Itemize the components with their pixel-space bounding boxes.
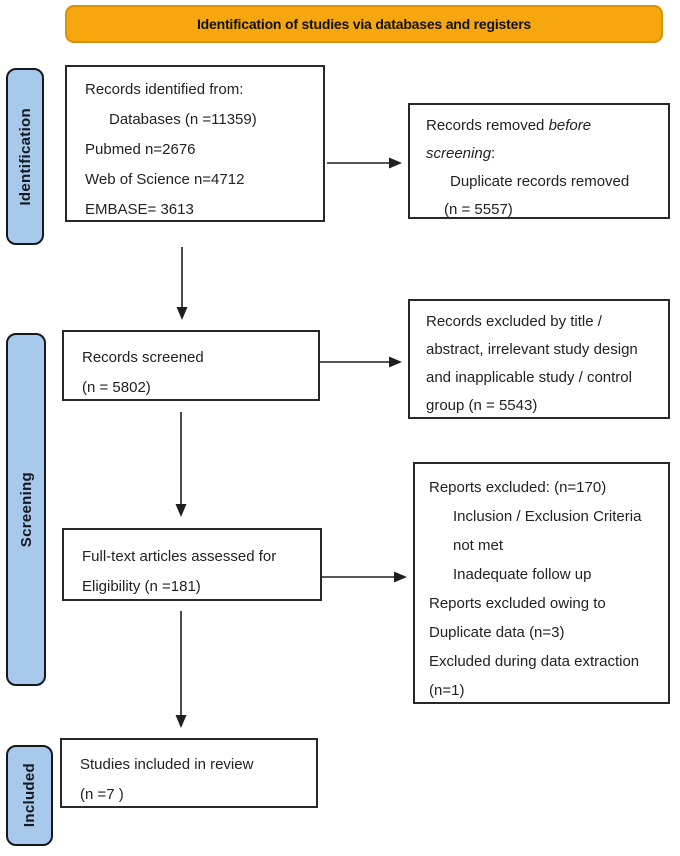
stage-screening: Screening [6,333,46,686]
stage-included: Included [6,745,53,846]
text-segment: : [491,145,496,162]
text-line: Records identified from: [85,81,244,98]
text-line: (n =7 ) [80,786,124,803]
text-line: not met [453,537,504,554]
stage-identification-label: Identification [16,107,34,206]
text-line: Full-text articles assessed for [82,548,277,565]
text-line: Eligibility (n =181) [82,578,201,595]
box-reports-excluded: Reports excluded: (n=170) Inclusion / Ex… [413,462,670,704]
text-line: Records removed before [426,112,662,140]
text-line: (n = 5802) [82,379,151,396]
text-line: Duplicate data (n=3) [429,624,565,641]
text-line: and inapplicable study / control [426,369,632,386]
text-line: Reports excluded owing to [429,595,606,612]
text-line: (n = 5557) [444,201,513,218]
text-line: Reports excluded: (n=170) [429,479,607,496]
stage-included-label: Included [21,763,38,828]
banner-title-label: Identification of studies via databases … [196,16,532,32]
banner-title: Identification of studies via databases … [65,5,663,43]
box-records-identified: Records identified from: Databases (n =1… [65,65,325,222]
text-line: Records screened [82,349,204,366]
text-line: Inclusion / Exclusion Criteria [453,508,642,525]
box-records-screened: Records screened (n = 5802) [62,330,320,401]
text-line: Duplicate records removed [450,173,630,190]
text-line: EMBASE= 3613 [85,201,194,218]
text-line: Web of Science n=4712 [85,171,245,188]
box-records-excluded: Records excluded by title / abstract, ir… [408,299,670,419]
text-line: Records excluded by title / [426,313,602,330]
box-records-removed: Records removed before screening: Duplic… [408,103,670,219]
text-segment: Records removed [426,117,549,134]
text-line: Inadequate follow up [453,566,592,583]
text-line: group (n = 5543) [426,397,538,414]
stage-identification: Identification [6,68,44,245]
stage-screening-label: Screening [17,471,35,548]
text-line: Studies included in review [80,756,254,773]
text-line: abstract, irrelevant study design [426,341,638,358]
text-line: Excluded during data extraction [429,653,640,670]
text-line: Databases (n =11359) [109,111,257,128]
text-line: Pubmed n=2676 [85,141,196,158]
box-fulltext-assessed: Full-text articles assessed for Eligibil… [62,528,322,601]
text-line: (n=1) [429,682,465,699]
text-segment-italic: screening [426,145,492,162]
text-segment-italic: before [548,117,592,134]
text-line: screening: [426,140,662,168]
box-studies-included: Studies included in review (n =7 ) [60,738,318,808]
